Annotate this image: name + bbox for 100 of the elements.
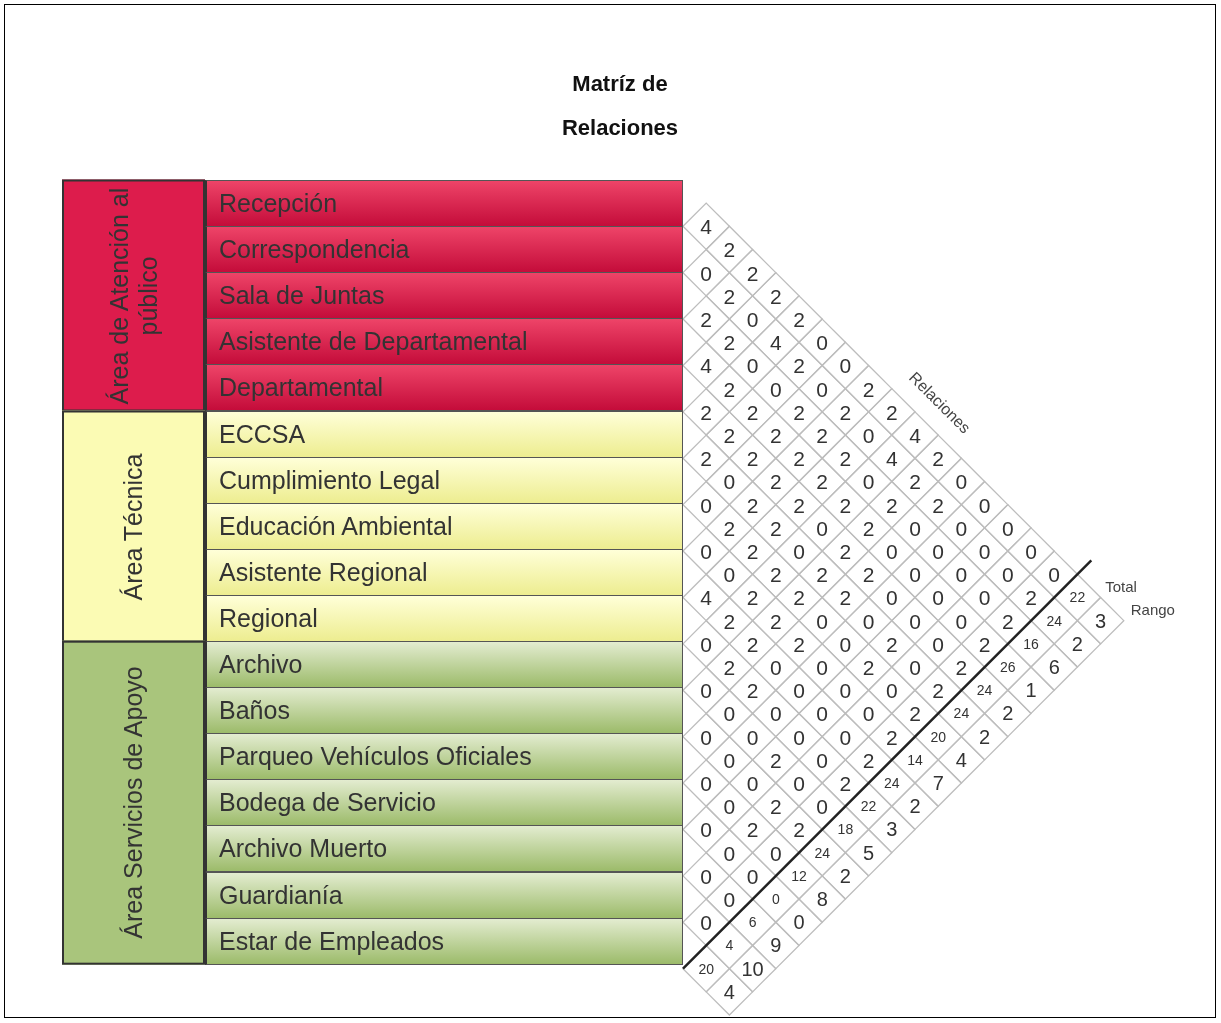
total-value: 16: [1023, 636, 1039, 651]
relation-value: 2: [746, 447, 759, 469]
relation-value: 2: [793, 586, 805, 608]
relation-value: 0: [816, 656, 829, 678]
relation-value: 2: [723, 610, 736, 632]
relation-value: 0: [700, 540, 713, 562]
total-value: 4: [725, 938, 734, 953]
department-row: Asistente Regional: [205, 548, 683, 596]
relation-value: 0: [700, 679, 713, 701]
total-value: 24: [953, 706, 970, 721]
relation-value: 2: [700, 401, 713, 423]
relation-value: 0: [816, 331, 829, 353]
rank-value: 2: [1002, 703, 1014, 724]
rank-value: 2: [909, 796, 921, 817]
relation-value: 0: [723, 795, 736, 817]
relation-value: 0: [746, 772, 759, 794]
relation-value: 0: [793, 726, 805, 748]
relation-value: 2: [723, 331, 736, 353]
rank-value: 10: [741, 958, 764, 979]
relation-value: 0: [909, 656, 921, 678]
relation-value: 2: [816, 563, 829, 585]
department-row: Sala de Juntas: [205, 272, 683, 320]
relation-value: 2: [793, 494, 805, 516]
relation-value: 2: [839, 586, 852, 608]
relation-value: 0: [839, 633, 852, 655]
relation-value: 2: [885, 401, 898, 423]
relation-value: 0: [885, 540, 898, 562]
relation-value: 2: [793, 308, 805, 330]
relation-value: 2: [1001, 610, 1014, 632]
relation-value: 2: [746, 818, 759, 840]
total-value: 20: [698, 961, 714, 976]
relation-value: 0: [955, 610, 968, 632]
relation-value: 2: [700, 308, 713, 330]
department-row: Archivo: [205, 641, 683, 689]
relation-value: 0: [862, 610, 875, 632]
relation-value: 2: [955, 656, 968, 678]
relation-value: 0: [723, 470, 736, 492]
relation-value: 0: [816, 702, 829, 724]
relation-value: 2: [839, 772, 852, 794]
relation-value: 2: [978, 633, 991, 655]
column-heading: Rango: [1130, 602, 1175, 618]
relation-value: 0: [723, 702, 736, 724]
total-value: 22: [1069, 590, 1086, 605]
relation-value: 0: [862, 424, 875, 446]
department-row: Asistente de Departamental: [205, 318, 683, 366]
relation-value: 0: [1001, 517, 1014, 539]
relation-value: 2: [932, 494, 945, 516]
relation-value: 4: [885, 447, 898, 469]
relation-value: 2: [862, 656, 875, 678]
relation-value: 2: [746, 540, 759, 562]
relation-value: 0: [839, 726, 852, 748]
relation-value: 2: [932, 679, 945, 701]
total-value: 24: [1046, 613, 1062, 628]
relation-value: 2: [909, 470, 921, 492]
relation-value: 2: [769, 424, 782, 446]
relation-value: 2: [932, 447, 945, 469]
relation-value: 2: [885, 726, 898, 748]
total-value: 24: [976, 683, 993, 698]
relation-value: 0: [793, 679, 805, 701]
relation-value: 2: [769, 517, 782, 539]
relation-value: 0: [746, 308, 759, 330]
relation-value: 2: [862, 563, 875, 585]
department-row: Estar de Empleados: [205, 917, 683, 965]
relation-value: 0: [793, 772, 805, 794]
relation-value: 2: [769, 795, 782, 817]
area-band: Área Técnica: [62, 410, 205, 642]
column-heading: Total: [1105, 578, 1137, 594]
relation-value: 2: [862, 378, 875, 400]
rank-value: 4: [955, 749, 967, 770]
department-row: Guardianía: [205, 871, 683, 919]
rank-value: 9: [770, 935, 782, 956]
relation-value: 0: [909, 563, 921, 585]
department-row: Recepción: [205, 180, 683, 228]
relation-value: 2: [700, 447, 713, 469]
relation-value: 2: [839, 401, 852, 423]
relation-value: 0: [769, 656, 782, 678]
relation-value: 2: [723, 238, 736, 260]
relation-value: 2: [862, 517, 875, 539]
relation-value: 0: [700, 772, 713, 794]
relation-value: 2: [816, 424, 829, 446]
rank-value: 3: [886, 819, 898, 840]
relation-value: 0: [746, 354, 759, 376]
relation-value: 2: [723, 517, 736, 539]
relation-value: 2: [839, 494, 852, 516]
relation-value: 0: [955, 517, 968, 539]
area-band: Área Servicios de Apoyo: [62, 641, 205, 965]
rank-value: 1: [1025, 680, 1037, 701]
relation-value: 2: [746, 679, 759, 701]
rank-value: 8: [816, 889, 828, 910]
relation-value: 2: [839, 447, 852, 469]
total-value: 26: [1000, 660, 1016, 675]
relation-value: 0: [1001, 563, 1014, 585]
relation-value: 2: [723, 424, 736, 446]
relation-value: 0: [700, 726, 713, 748]
total-value: 20: [930, 729, 946, 744]
relation-value: 2: [746, 586, 759, 608]
relation-value: 0: [793, 540, 805, 562]
relation-value: 2: [746, 633, 759, 655]
rank-value: 0: [793, 912, 805, 933]
relation-value: 2: [723, 656, 736, 678]
